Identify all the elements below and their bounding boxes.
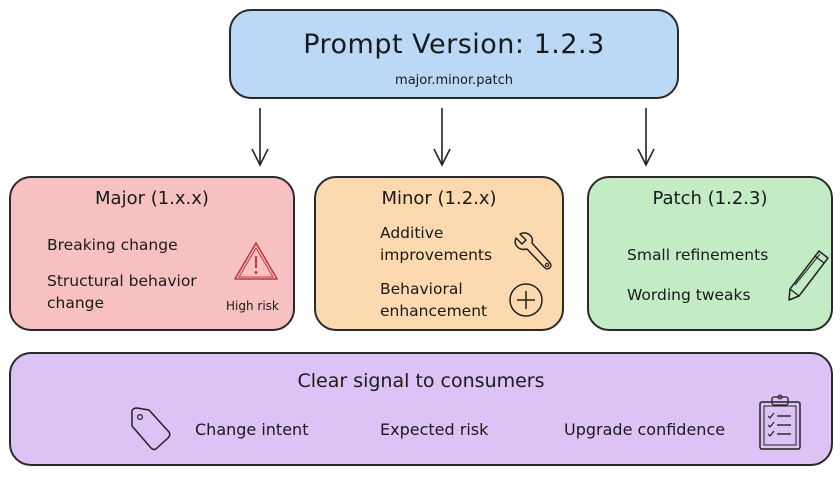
- signal-item: Upgrade confidence: [564, 420, 726, 439]
- major-item: Structural behavior change: [47, 272, 197, 312]
- patch-item: Small refinements: [627, 246, 769, 264]
- risk-note: High risk: [226, 299, 279, 313]
- major-title: Major (1.x.x): [95, 188, 209, 209]
- major-box: Major (1.x.x) Breaking change Structural…: [9, 176, 295, 331]
- patch-title: Patch (1.2.3): [652, 188, 768, 209]
- warning-icon: [234, 242, 278, 280]
- wrench-icon: [514, 232, 552, 270]
- minor-item: Additive improvements: [380, 224, 493, 264]
- arrow-to-major: [251, 108, 269, 167]
- signal-item: Change intent: [195, 420, 309, 439]
- patch-box: Patch (1.2.3) Small refinements Wording …: [587, 176, 833, 331]
- minor-item: Behavioral enhancement: [380, 280, 488, 320]
- version-title: Prompt Version: 1.2.3: [303, 29, 605, 60]
- tag-icon: [131, 407, 171, 451]
- signal-item: Expected risk: [380, 420, 489, 439]
- arrow-to-patch: [637, 108, 655, 167]
- version-format: major.minor.patch: [395, 73, 513, 88]
- arrow-to-minor: [433, 108, 451, 167]
- prompt-version-box: Prompt Version: 1.2.3 major.minor.patch: [229, 9, 679, 99]
- clipboard-checklist-icon: [759, 394, 801, 450]
- signal-box: Clear signal to consumers Change intent …: [9, 352, 833, 466]
- minor-title: Minor (1.2.x): [381, 188, 497, 209]
- signal-title: Clear signal to consumers: [297, 370, 545, 392]
- major-item: Breaking change: [47, 236, 178, 254]
- patch-item: Wording tweaks: [627, 286, 751, 304]
- pencil-icon: [788, 250, 829, 301]
- plus-circle-icon: [509, 283, 543, 317]
- minor-box: Minor (1.2.x) Additive improvements Beha…: [314, 176, 564, 331]
